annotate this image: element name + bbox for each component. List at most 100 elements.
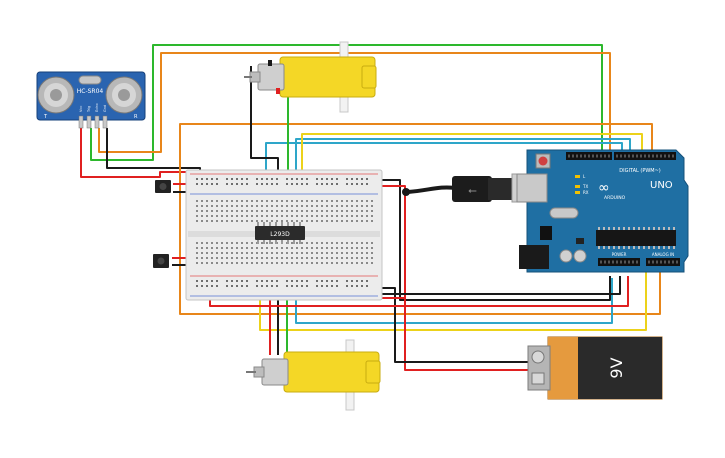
hole — [281, 205, 283, 207]
hole — [236, 252, 238, 254]
hole — [356, 262, 358, 264]
wire-red-power[interactable] — [209, 276, 629, 307]
wire-orange-echo[interactable] — [98, 52, 611, 158]
hole — [306, 247, 308, 249]
wire-black-rail[interactable] — [370, 179, 611, 301]
dc-motor-top[interactable] — [244, 41, 377, 113]
hole — [276, 252, 278, 254]
hole — [231, 280, 233, 282]
hole — [266, 178, 268, 180]
push-button-top[interactable] — [155, 180, 171, 193]
arduino-uno[interactable]: DIGITAL (PWM~) ∞ ARDUINO UNO TX RX L POW… — [516, 149, 689, 273]
hole — [211, 280, 213, 282]
hole — [316, 262, 318, 264]
wire-red-rail[interactable] — [370, 185, 535, 371]
hole — [236, 178, 238, 180]
hole — [291, 178, 293, 180]
hole — [271, 285, 273, 287]
hole — [286, 210, 288, 212]
hole — [241, 183, 243, 185]
hole — [351, 205, 353, 207]
push-button-bottom[interactable] — [153, 254, 169, 268]
hole — [276, 205, 278, 207]
hole — [275, 222, 277, 226]
hole — [361, 220, 363, 222]
battery-9v[interactable]: 9V — [527, 336, 663, 400]
hole — [286, 257, 288, 259]
hole — [256, 285, 258, 287]
hole — [263, 222, 265, 226]
wire-orange-loop[interactable] — [179, 123, 661, 315]
hole — [281, 252, 283, 254]
hole — [291, 215, 293, 217]
hole — [266, 252, 268, 254]
hole — [221, 215, 223, 217]
hole — [331, 178, 333, 180]
hole — [301, 262, 303, 264]
hole — [216, 183, 218, 185]
hole — [331, 257, 333, 259]
arduino-icsp — [540, 226, 552, 240]
motor-driver-chip[interactable]: L293D — [255, 222, 305, 244]
hole — [231, 242, 233, 244]
hole — [306, 262, 308, 264]
hole — [251, 252, 253, 254]
hole — [663, 227, 665, 230]
hole — [196, 257, 198, 259]
hole — [251, 200, 253, 202]
hole — [211, 183, 213, 185]
hole — [296, 205, 298, 207]
hole — [638, 227, 640, 230]
hole — [306, 280, 308, 282]
battery-terminal-positive — [531, 350, 545, 364]
hole — [276, 215, 278, 217]
hole — [281, 200, 283, 202]
hole — [356, 280, 358, 282]
dc-motor-bottom[interactable] — [246, 339, 381, 411]
hole — [321, 262, 323, 264]
hole — [653, 227, 655, 230]
hole — [201, 210, 203, 212]
hole — [356, 242, 358, 244]
hole — [201, 242, 203, 244]
hole — [316, 205, 318, 207]
wire-black-battery[interactable] — [372, 287, 535, 363]
hole — [236, 262, 238, 264]
wire-green-trig[interactable] — [90, 44, 603, 161]
arduino-analog-label: ANALOG IN — [652, 252, 674, 257]
hole — [201, 285, 203, 287]
hole — [336, 205, 338, 207]
hole — [276, 280, 278, 282]
hole — [351, 262, 353, 264]
hole — [588, 154, 590, 158]
hole — [246, 178, 248, 180]
hole — [331, 210, 333, 212]
wire-red-vcc[interactable] — [80, 128, 190, 178]
hole — [603, 246, 605, 249]
hole — [216, 215, 218, 217]
hole — [366, 220, 368, 222]
hole — [276, 178, 278, 180]
hole — [221, 247, 223, 249]
hole — [668, 154, 670, 158]
hole — [326, 280, 328, 282]
hole — [361, 210, 363, 212]
hole — [231, 285, 233, 287]
hole — [321, 257, 323, 259]
hole — [306, 200, 308, 202]
hole — [600, 260, 602, 264]
hole — [266, 215, 268, 217]
hole — [286, 280, 288, 282]
hole — [271, 247, 273, 249]
hole — [628, 154, 630, 158]
hole — [652, 154, 654, 158]
hole — [366, 252, 368, 254]
hole — [216, 262, 218, 264]
ultrasonic-sensor[interactable]: HC-SR04 T R Vcc Trig Echo Gnd — [36, 71, 146, 129]
sensor-corner-left: T — [43, 114, 48, 120]
hole — [321, 252, 323, 254]
wire-yellow-1[interactable] — [301, 133, 643, 182]
hole — [633, 227, 635, 230]
sensor-pin-gnd: Gnd — [103, 105, 107, 112]
